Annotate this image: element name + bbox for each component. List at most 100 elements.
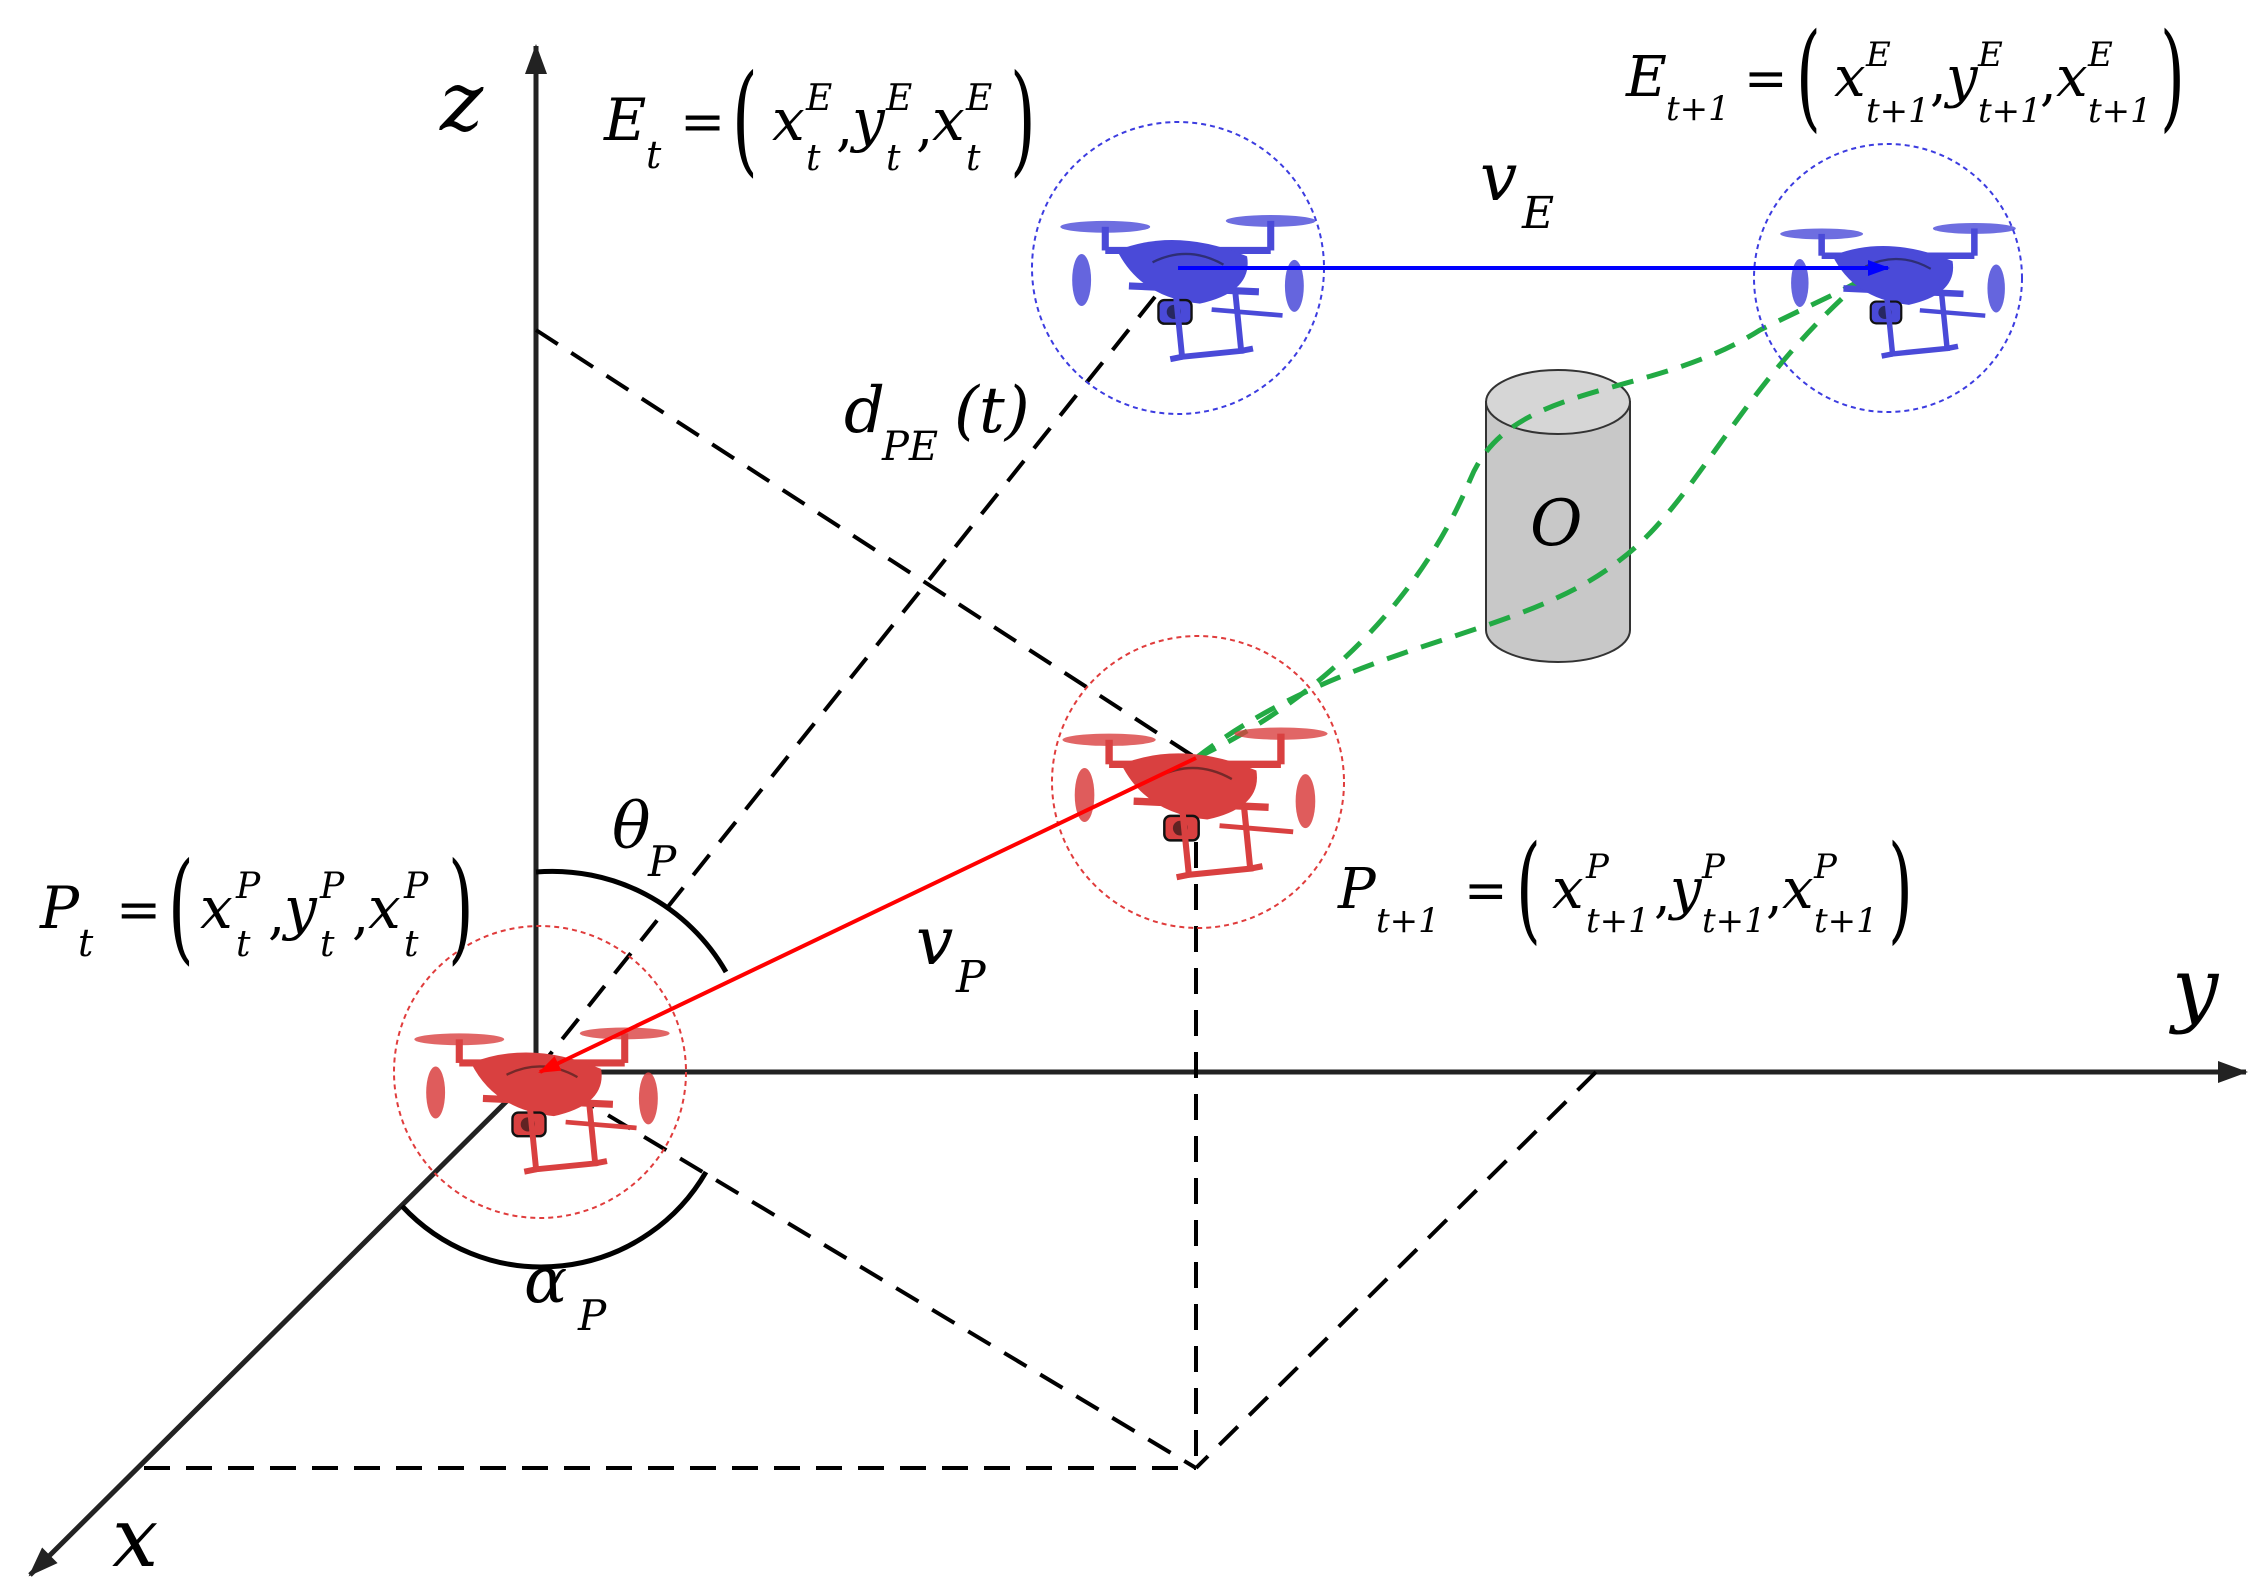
dash-origin-to-e: [534, 266, 1180, 1074]
x-axis: [28, 1070, 538, 1577]
et-c1: ,: [836, 95, 853, 158]
pt-x-sub: t: [236, 924, 251, 965]
d-base: d: [844, 374, 885, 448]
pt-z: x: [368, 874, 401, 942]
pt-z-sup: P: [403, 866, 429, 907]
pt1-y: y: [1667, 857, 1703, 922]
theta-base: θ: [612, 790, 651, 864]
et1-y: y: [1943, 45, 1979, 110]
et-z-sub: t: [966, 138, 981, 179]
et1-eq: =: [1744, 49, 1788, 109]
pursuer-t-drone: [414, 1028, 669, 1172]
pt-x: x: [200, 874, 233, 942]
et-x-sub: t: [806, 138, 821, 179]
d-arg: (t): [954, 374, 1030, 448]
evader-t1-position: E t+1 = ( x E t+1 , y E t+1 , x E t+1 ): [1625, 9, 2185, 144]
pt1-sub: t+1: [1376, 901, 1440, 941]
pt1-y-sup: P: [1701, 847, 1726, 887]
dash-origin-to-foot: [534, 1070, 1198, 1470]
path-over-obstacle: [1194, 263, 1883, 761]
et-x: x: [772, 86, 805, 154]
pt1-c1: ,: [1654, 865, 1671, 925]
pt-lparen: (: [168, 836, 194, 976]
et1-z-sub: t+1: [2088, 91, 2152, 131]
pt1-x-sup: P: [1585, 847, 1610, 887]
et-y-sub: t: [886, 138, 901, 179]
pt-rparen: ): [448, 836, 474, 976]
et-z-sup: E: [965, 78, 992, 119]
pt1-x-sub: t+1: [1586, 901, 1650, 941]
et1-y-sub: t+1: [1978, 91, 2042, 131]
pt-name: P: [39, 874, 80, 942]
evader-t-position: E t = ( x E t , y E t , x E t ): [603, 48, 1036, 188]
pt1-c2: ,: [1766, 865, 1783, 925]
alpha-base: α: [524, 1244, 567, 1318]
y-axis-label: y: [2168, 941, 2220, 1036]
distance-label: d PE (t): [844, 374, 1030, 470]
pt-x-sup: P: [235, 866, 261, 907]
dash-y-to-foot: [1194, 1070, 1598, 1470]
axes: [28, 44, 2248, 1577]
et1-x-sub: t+1: [1866, 91, 1930, 131]
pt1-name: P: [1337, 857, 1377, 922]
et-c2: ,: [916, 95, 933, 158]
evasion-paths: [1194, 263, 1883, 761]
pt1-x: x: [1552, 857, 1584, 922]
pt-y-sup: P: [319, 866, 345, 907]
pt1-z: x: [1782, 857, 1814, 922]
theta-label: θ P: [612, 790, 677, 886]
pt-sub: t: [78, 921, 94, 965]
pt-y-sub: t: [320, 924, 335, 965]
et-eq: =: [680, 90, 725, 153]
et-z: x: [932, 86, 965, 154]
pt-c1: ,: [268, 883, 285, 946]
et-lparen: (: [732, 48, 758, 188]
pursuer-velocity-label: v P: [916, 903, 987, 1003]
ve-sub: E: [1521, 188, 1554, 239]
et1-lparen: (: [1796, 9, 1821, 144]
pt-eq: =: [116, 878, 161, 941]
pursuer-t-position: P t = ( x P t , y P t , x P t ): [39, 836, 474, 976]
pt1-lparen: (: [1516, 821, 1541, 956]
et-rparen: ): [1010, 48, 1036, 188]
theta-sub: P: [647, 837, 677, 886]
et1-x: x: [1834, 45, 1866, 110]
et1-z: x: [2056, 45, 2088, 110]
et1-c2: ,: [2040, 53, 2057, 113]
pursuer-t1-position: P t+1 = ( x P t+1 , y P t+1 , x P t+1 ): [1337, 821, 1913, 956]
projection-lines: [144, 266, 1598, 1470]
et-x-sup: E: [805, 78, 832, 119]
obstacle-label: O: [1530, 487, 1582, 561]
et-y-sup: E: [885, 78, 912, 119]
alpha-arc: [400, 1170, 709, 1270]
et1-z-sup: E: [2087, 35, 2113, 75]
evader-velocity-label: v E: [1480, 139, 1554, 239]
evader-t1-range: [1753, 143, 2023, 413]
path-around-obstacle: [1194, 263, 1882, 760]
et-sub: t: [646, 133, 662, 177]
et1-c1: ,: [1930, 53, 1947, 113]
pursuer-t1-range: [1051, 635, 1345, 929]
pursuer-t-range: [393, 925, 687, 1219]
pursuer-velocity-arrow: [538, 756, 1197, 1074]
z-axis-label: z: [439, 55, 484, 150]
alpha-sub: P: [577, 1291, 607, 1340]
vp-base: v: [916, 903, 953, 980]
pt1-rparen: ): [1888, 821, 1913, 956]
pt-y: y: [281, 874, 318, 942]
evader-t1-drone: [1780, 223, 2016, 356]
pt1-eq: =: [1464, 861, 1508, 921]
et-y: y: [849, 86, 886, 154]
et1-rparen: ): [2160, 9, 2185, 144]
x-axis-label: x: [112, 1491, 158, 1586]
pt-c2: ,: [352, 883, 369, 946]
et-name: E: [603, 86, 646, 154]
alpha-label: α P: [524, 1244, 607, 1340]
et1-name: E: [1625, 45, 1667, 110]
et1-x-sup: E: [1865, 35, 1891, 75]
pt-z-sub: t: [404, 924, 419, 965]
d-sub: PE: [881, 424, 938, 470]
et1-y-sup: E: [1977, 35, 2003, 75]
dash-z-to-p1: [534, 328, 1198, 760]
